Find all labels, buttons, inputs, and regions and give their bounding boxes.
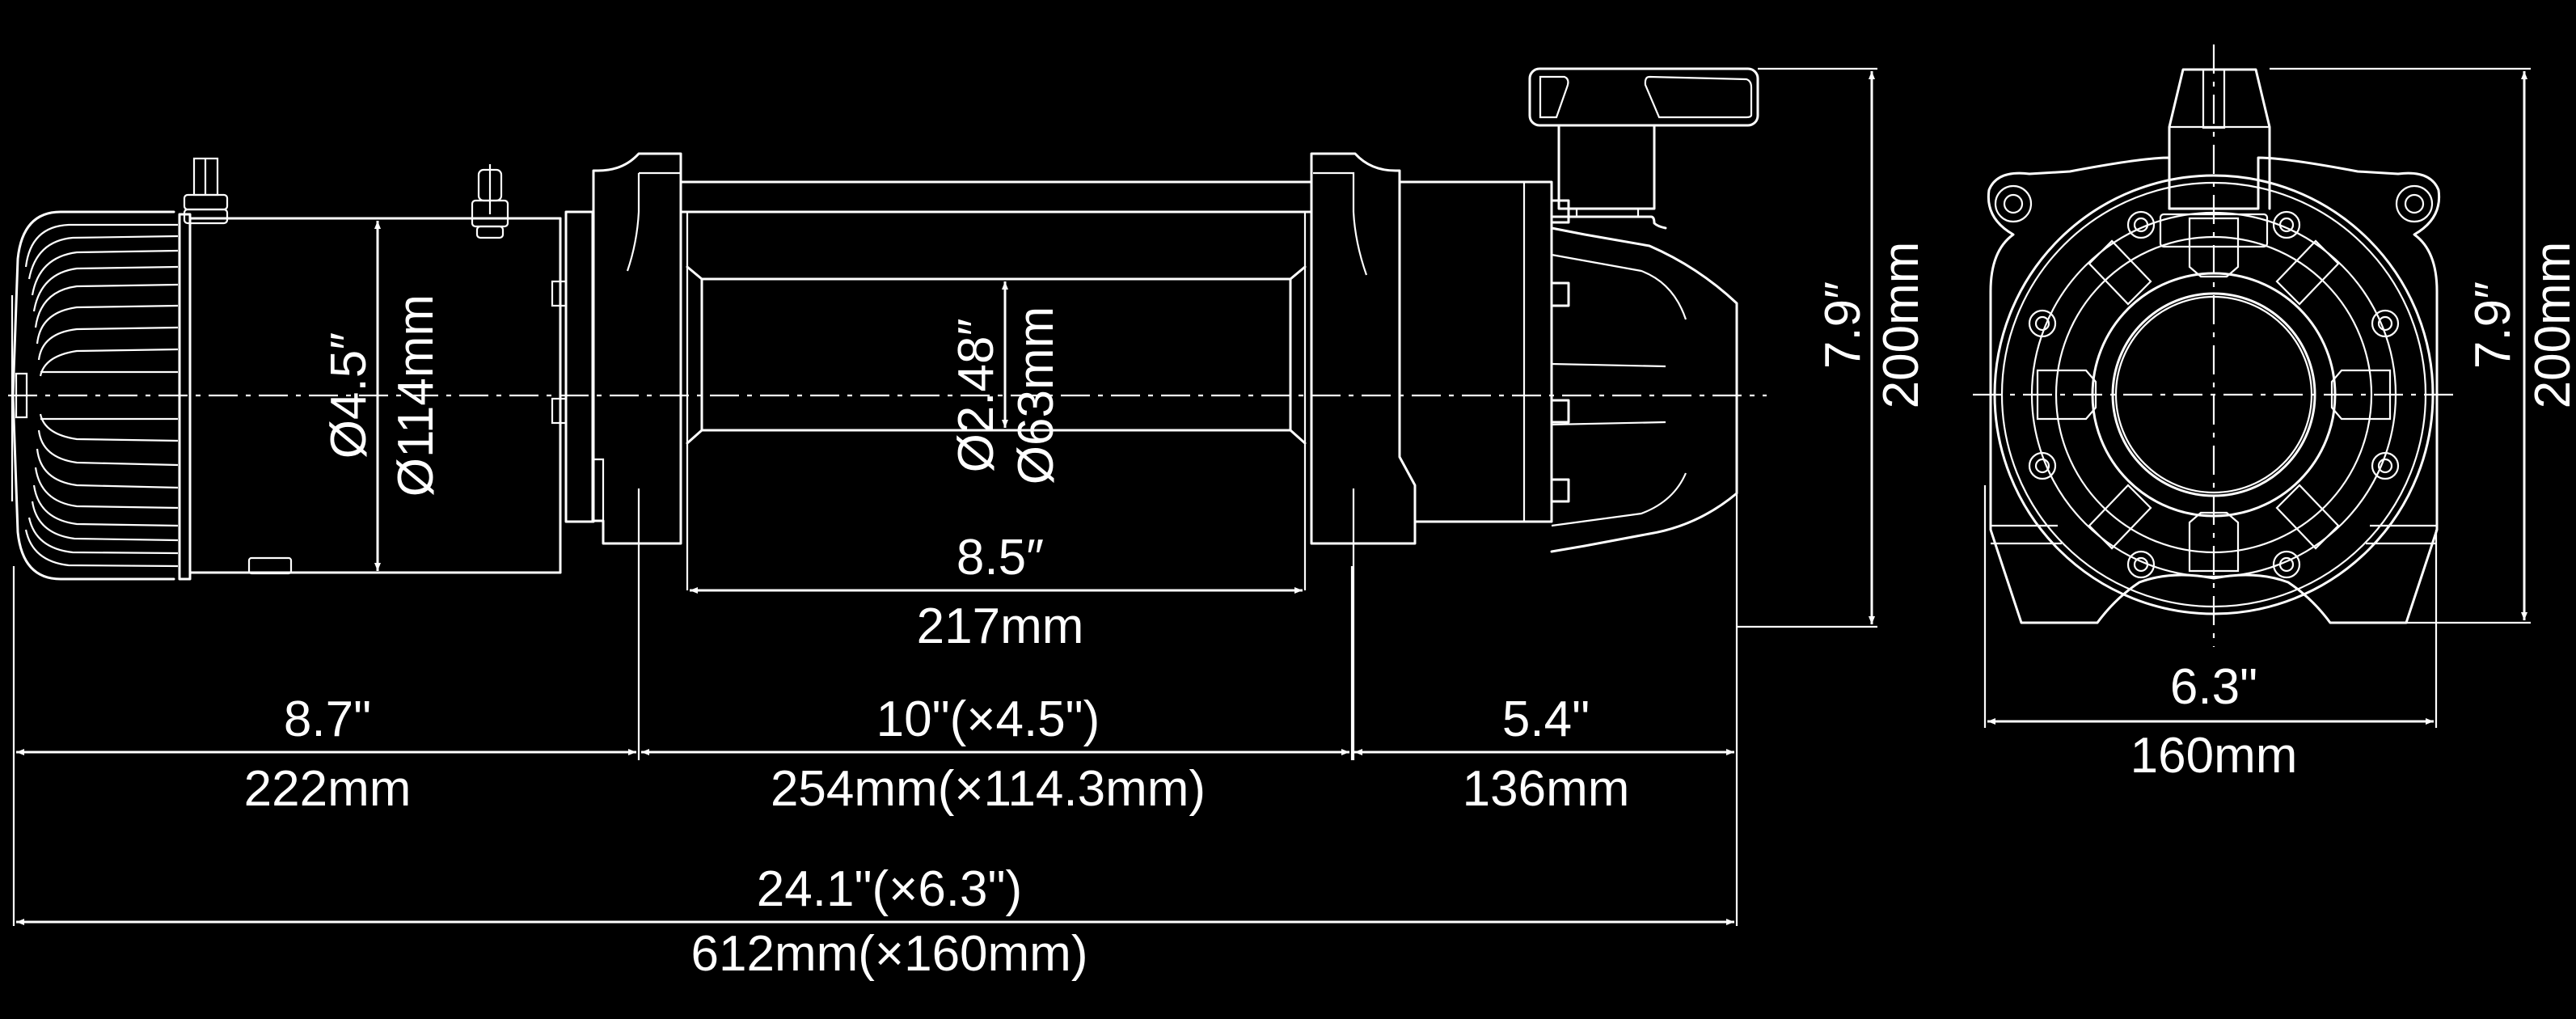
mount-section-inch: 10"(×4.5") xyxy=(876,691,1100,747)
motor-diameter-mm: Ø114mm xyxy=(388,294,444,497)
gearbox-section-inch: 5.4" xyxy=(1502,691,1590,747)
motor-diameter-inch: Ø4.5″ xyxy=(321,332,377,459)
bottom-nut xyxy=(247,556,293,575)
end-housing xyxy=(1987,156,2441,624)
end-view-dimensions: 7.9″ 200mm 6.3" 160mm xyxy=(1983,67,2576,784)
side-height-mm: 200mm xyxy=(1873,242,1929,409)
bottom-dimensions: 8.7" 222mm 10"(×4.5") 254mm(×114.3mm) 5.… xyxy=(12,493,1738,982)
side-view-dimensions: Ø4.5″ Ø114mm Ø2.48″ Ø63mm 8.5″ 217mm 7.9… xyxy=(321,67,1929,654)
bolts xyxy=(1994,184,2434,579)
gearbox-section-mm: 136mm xyxy=(1463,761,1630,817)
terminal-stud-1 xyxy=(183,157,229,225)
end-clutch-knob xyxy=(2159,68,2271,248)
clutch-handle xyxy=(1528,67,1759,230)
terminal-stud-2 xyxy=(471,164,509,239)
ring-gear-ribs xyxy=(2036,217,2392,573)
drum-length-inch: 8.5″ xyxy=(956,530,1044,586)
right-end-plate xyxy=(1310,152,1417,760)
overall-length-inch: 24.1"(×6.3") xyxy=(757,861,1022,917)
motor-end-cap xyxy=(11,210,192,581)
motor-section-inch: 8.7" xyxy=(284,691,371,747)
end-height-mm: 200mm xyxy=(2525,242,2576,409)
side-view xyxy=(8,67,1767,760)
end-width-inch: 6.3" xyxy=(2170,659,2257,715)
drum-diameter-mm: Ø63mm xyxy=(1008,307,1064,484)
motor-body xyxy=(183,157,562,575)
side-height-inch: 7.9″ xyxy=(1815,281,1871,369)
overall-length-mm: 612mm(×160mm) xyxy=(691,926,1088,982)
end-view xyxy=(1973,44,2458,647)
end-bolt xyxy=(15,372,28,419)
drum-diameter-inch: Ø2.48″ xyxy=(948,319,1004,473)
cooling-fins xyxy=(24,223,179,568)
end-height-inch: 7.9″ xyxy=(2465,281,2521,369)
drum-length-mm: 217mm xyxy=(917,598,1084,654)
mount-section-mm: 254mm(×114.3mm) xyxy=(771,761,1206,817)
end-width-mm: 160mm xyxy=(2130,728,2298,784)
left-end-plate xyxy=(551,152,682,574)
gearbox-housing xyxy=(1398,67,1759,553)
motor-section-mm: 222mm xyxy=(244,761,412,817)
